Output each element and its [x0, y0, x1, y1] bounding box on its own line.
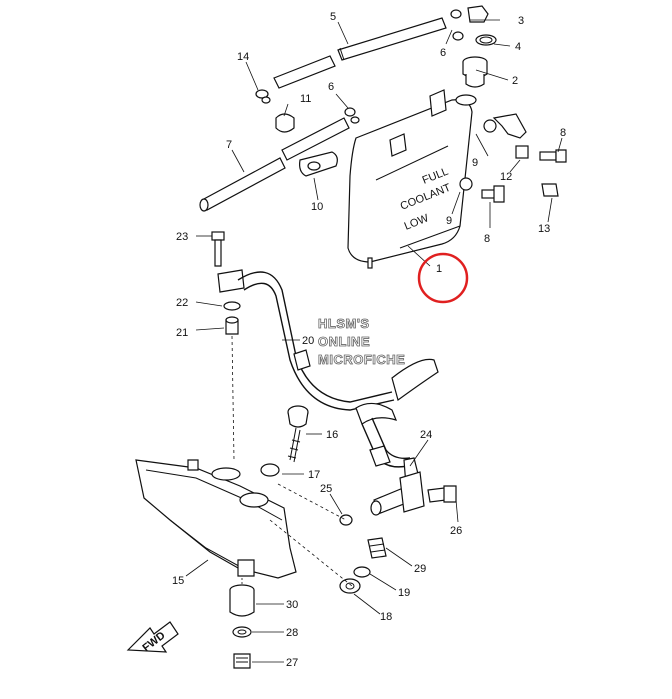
callout-27: 27 — [286, 657, 298, 669]
callout-21: 21 — [176, 327, 188, 339]
callout-4: 4 — [515, 41, 521, 53]
clip-part-13[interactable] — [541, 183, 559, 197]
callout-15: 15 — [172, 575, 184, 587]
filler-cap-part-16[interactable] — [287, 405, 309, 463]
holder-part-10[interactable] — [299, 151, 338, 177]
callout-9-upper: 9 — [472, 157, 478, 169]
bolt-part-8-lower[interactable] — [481, 185, 505, 203]
callout-20: 20 — [302, 335, 314, 347]
callout-30: 30 — [286, 599, 298, 611]
callout-numbers: 5 3 4 2 6 14 6 11 7 10 8 9 12 9 8 13 1 2… — [172, 11, 566, 669]
o-ring-part-17[interactable] — [260, 463, 280, 477]
callout-2: 2 — [512, 75, 518, 87]
o-ring-part-25[interactable] — [339, 514, 353, 526]
callout-26: 26 — [450, 525, 462, 537]
bolt-part-8-upper[interactable] — [539, 149, 567, 163]
callout-8-lower: 8 — [484, 233, 490, 245]
callout-8-upper: 8 — [560, 127, 566, 139]
washer-part-28[interactable] — [232, 626, 252, 638]
callout-10: 10 — [311, 201, 323, 213]
clip-part-6-lower[interactable] — [344, 107, 360, 124]
leader-lines — [185, 19, 563, 663]
watermark-line-2: ONLINE — [318, 334, 370, 349]
watermark-line-3: MICROFICHE — [318, 352, 405, 367]
grommet-part-18[interactable] — [339, 578, 361, 594]
callout-14: 14 — [237, 51, 249, 63]
callout-1: 1 — [436, 263, 442, 275]
clamp-part-4[interactable] — [475, 34, 497, 46]
callout-24: 24 — [420, 429, 432, 441]
callout-18: 18 — [380, 611, 392, 623]
hose-part-24[interactable] — [355, 402, 421, 487]
callout-3: 3 — [518, 15, 524, 27]
callout-13: 13 — [538, 223, 550, 235]
callout-7: 7 — [226, 139, 232, 151]
clip-part-11[interactable] — [275, 113, 295, 133]
callout-16: 16 — [326, 429, 338, 441]
collar-part-21[interactable] — [225, 316, 239, 335]
bolt-part-27[interactable] — [233, 653, 251, 669]
fitting-part-3[interactable] — [450, 5, 489, 23]
bracket-part-12[interactable] — [492, 113, 529, 159]
callout-6-upper: 6 — [440, 47, 446, 59]
bolt-part-29[interactable] — [367, 537, 387, 559]
highlight-circle — [417, 252, 469, 304]
joint-pipe[interactable] — [370, 471, 425, 516]
callout-29: 29 — [414, 563, 426, 575]
reservoir-tank-part-1[interactable]: FULL COOLANT LOW — [347, 89, 477, 269]
bolt-part-26[interactable] — [427, 485, 457, 503]
cap-part-2[interactable] — [462, 56, 488, 88]
tank-part-15[interactable] — [135, 459, 297, 579]
hose-part-7[interactable] — [199, 117, 350, 212]
callout-5: 5 — [330, 11, 336, 23]
watermark: HLSM'S ONLINE MICROFICHE — [318, 316, 406, 368]
callout-17: 17 — [308, 469, 320, 481]
callout-12: 12 — [500, 171, 512, 183]
callout-25: 25 — [320, 483, 332, 495]
washer-part-19[interactable] — [353, 566, 371, 578]
bracket-clamp[interactable] — [217, 269, 245, 293]
washer-part-9-lower[interactable] — [459, 177, 473, 191]
washer-part-22[interactable] — [223, 301, 241, 311]
callout-28: 28 — [286, 627, 298, 639]
clip-part-6-upper[interactable] — [452, 31, 464, 41]
washer-part-9-upper[interactable] — [483, 119, 497, 133]
hose-part-20[interactable] — [237, 271, 439, 411]
watermark-line-1: HLSM'S — [318, 316, 370, 331]
forward-arrow-icon: FWD — [126, 621, 179, 654]
hose-part-5[interactable] — [273, 17, 447, 89]
callout-11: 11 — [300, 93, 311, 105]
callout-22: 22 — [176, 297, 188, 309]
clip-part-14[interactable] — [255, 89, 271, 104]
callout-6-lower: 6 — [328, 81, 334, 93]
callout-23: 23 — [176, 231, 188, 243]
callout-9-lower: 9 — [446, 215, 452, 227]
bolt-part-23[interactable] — [211, 231, 225, 267]
grommet-part-30[interactable] — [229, 584, 255, 617]
callout-19: 19 — [398, 587, 410, 599]
